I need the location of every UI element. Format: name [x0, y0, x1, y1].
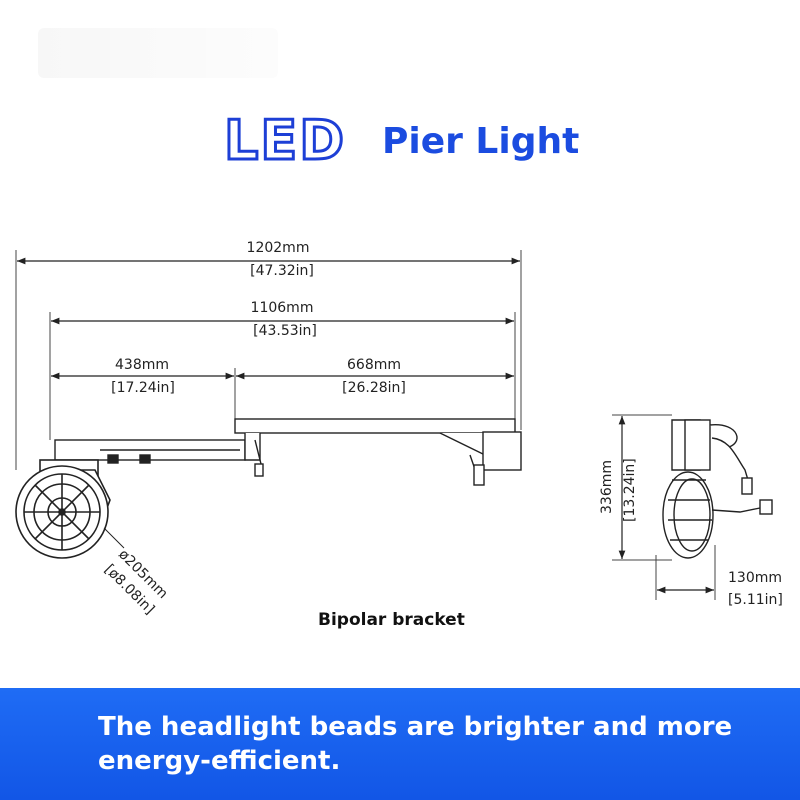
title-led: LED	[222, 108, 347, 174]
promo-banner: The headlight beads are brighter and mor…	[0, 688, 800, 800]
dim-depth-in: [5.11in]	[728, 592, 783, 608]
lamp-head-front	[15, 459, 111, 559]
page-title: LED Pier Light	[0, 108, 800, 178]
bracket-arm	[54, 418, 522, 486]
dim-left-in: [17.24in]	[111, 380, 175, 396]
lamp-side-view	[662, 419, 773, 559]
technical-drawing: 1202mm [47.32in] 1106mm [43.53in] 438mm …	[15, 240, 783, 618]
dim-height-in: [13.24in]	[622, 458, 638, 522]
dim-overall-in: [47.32in]	[250, 263, 314, 279]
dim-right-mm: 668mm	[347, 357, 401, 373]
dim-left-mm: 438mm	[115, 357, 169, 373]
dim-height-mm: 336mm	[599, 460, 615, 514]
dim-arm-mm: 1106mm	[251, 300, 314, 316]
watermark-logo	[38, 28, 278, 78]
dim-depth-mm: 130mm	[728, 570, 782, 586]
bracket-caption: Bipolar bracket	[318, 610, 465, 630]
dim-overall-mm: 1202mm	[247, 240, 310, 256]
dim-arm-in: [43.53in]	[253, 323, 317, 339]
dim-right-in: [26.28in]	[342, 380, 406, 396]
banner-text: The headlight beads are brighter and mor…	[98, 712, 733, 776]
title-pier-light: Pier Light	[382, 121, 580, 162]
